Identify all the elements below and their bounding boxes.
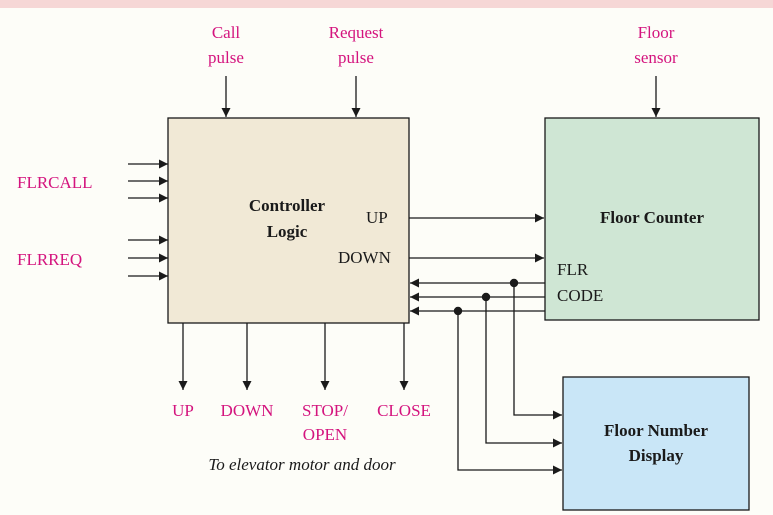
flrreq-label: FLRREQ xyxy=(17,250,82,269)
floor-sensor-label-line1: Floor xyxy=(638,23,675,42)
stop-open-output-label-line2: OPEN xyxy=(303,425,347,444)
controller-logic-block xyxy=(167,117,410,324)
floor-counter-title: Floor Counter xyxy=(600,208,704,227)
floor-number-display-block xyxy=(562,376,750,511)
stop-open-output-label-line1: STOP/ xyxy=(302,401,348,420)
floor-display-title-line2: Display xyxy=(629,446,684,465)
controller-up-port: UP xyxy=(366,208,388,227)
flrcall-label: FLRCALL xyxy=(17,173,93,192)
floor-display-title-line1: Floor Number xyxy=(604,421,708,440)
top-band xyxy=(0,0,773,8)
close-output-label: CLOSE xyxy=(377,401,431,420)
outputs-caption: To elevator motor and door xyxy=(208,455,396,474)
display-feed-line xyxy=(485,297,562,448)
display-feed-line xyxy=(513,283,562,420)
flr-code-label-line2: CODE xyxy=(557,286,603,305)
call-pulse-label-line2: pulse xyxy=(208,48,244,67)
down-output-label: DOWN xyxy=(221,401,274,420)
up-output-label: UP xyxy=(172,401,194,420)
request-pulse-label-line1: Request xyxy=(329,23,384,42)
floor-sensor-label-line2: sensor xyxy=(634,48,678,67)
flr-code-label-line1: FLR xyxy=(557,260,589,279)
display-feed-line xyxy=(457,311,562,475)
controller-title-line1: Controller xyxy=(249,196,326,215)
floor-counter-block xyxy=(544,117,760,321)
call-pulse-label-line1: Call xyxy=(212,23,241,42)
controller-title-line2: Logic xyxy=(267,222,308,241)
request-pulse-label-line2: pulse xyxy=(338,48,374,67)
controller-down-port: DOWN xyxy=(338,248,391,267)
